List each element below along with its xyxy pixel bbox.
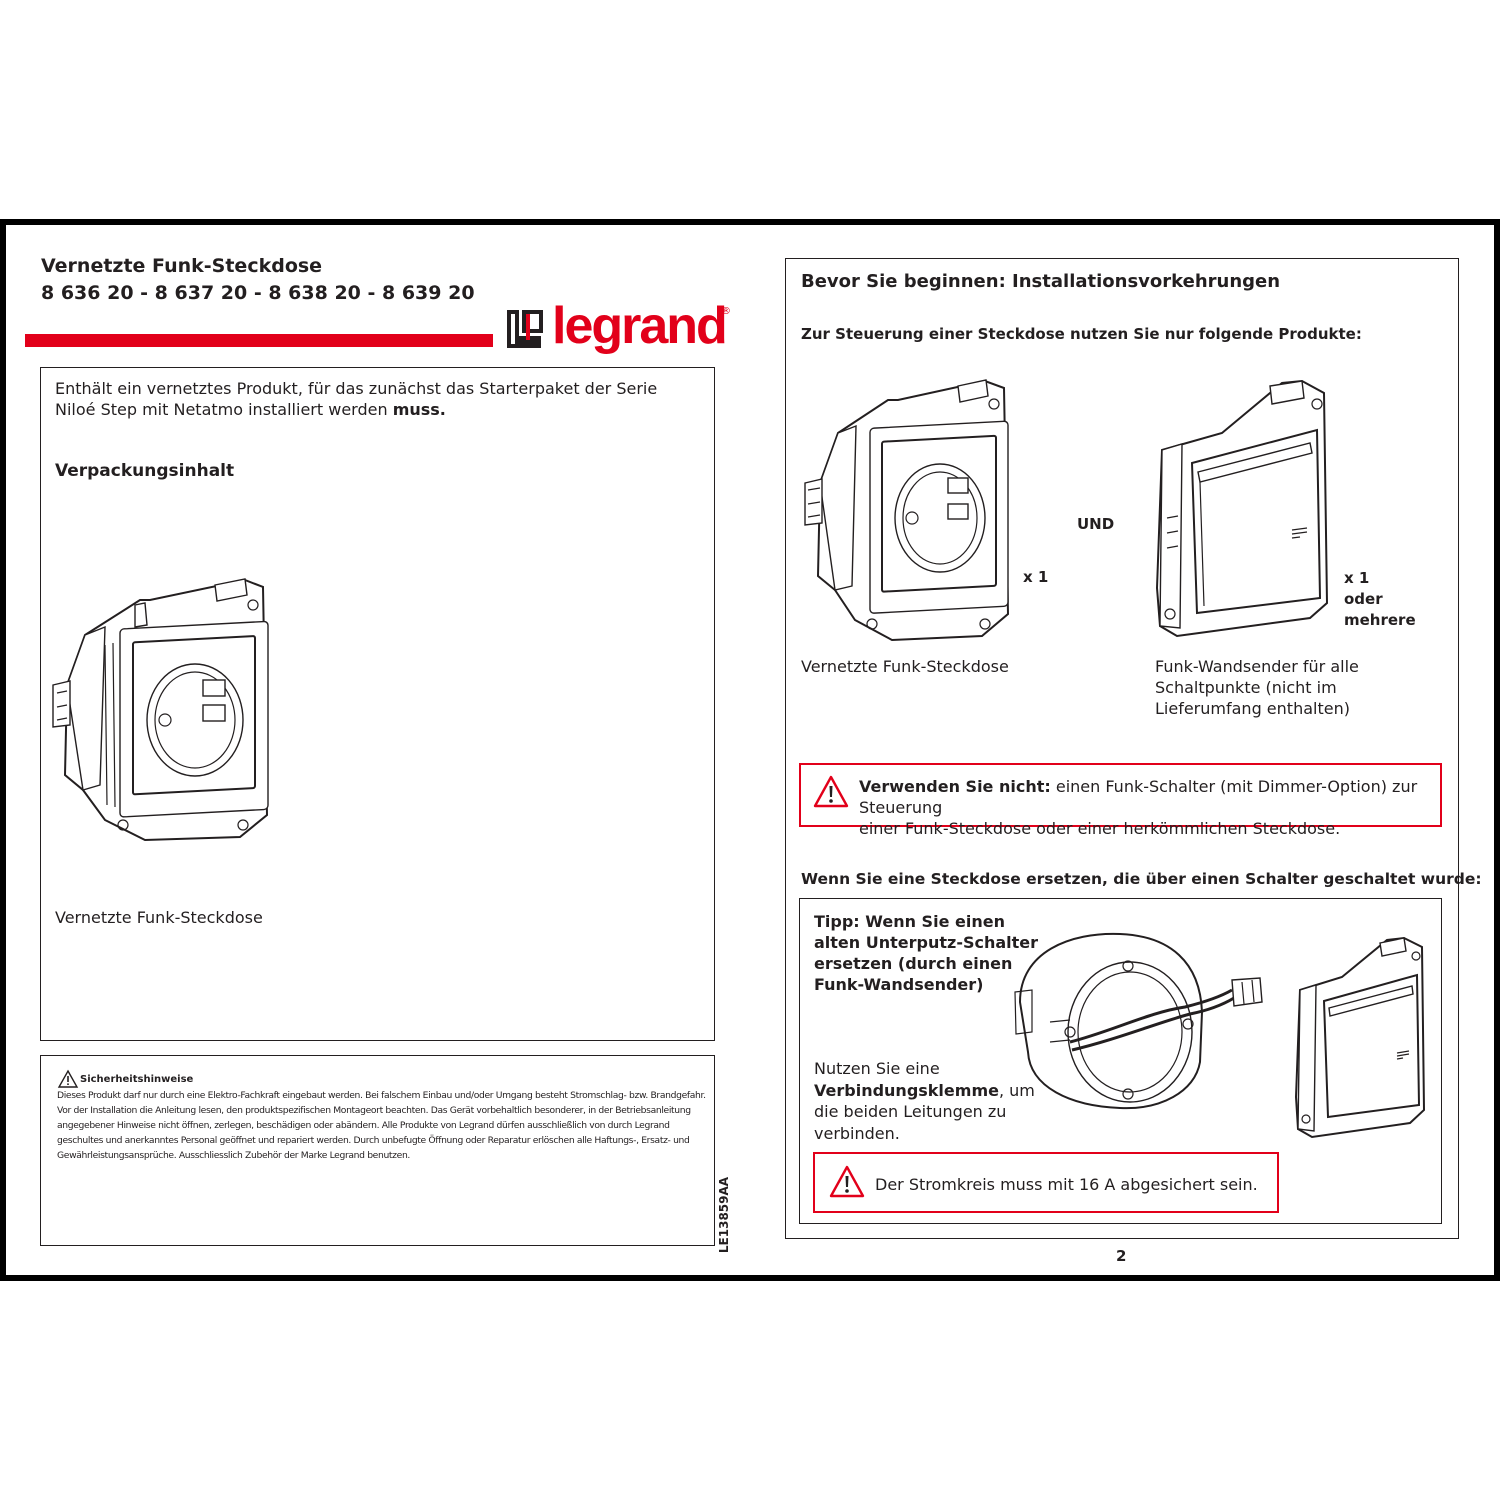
right-socket-caption: Vernetzte Funk-Steckdose [801, 657, 1009, 676]
transmitter-caption: Funk-Wandsender für alle Schaltpunkte (n… [1155, 656, 1359, 719]
fuse-text: Der Stromkreis muss mit 16 A abgesichert… [875, 1175, 1258, 1194]
und-label: UND [1077, 515, 1115, 533]
connector-line-2: Verbindungsklemme, um [814, 1080, 1035, 1102]
red-header-bar [25, 334, 493, 347]
warning-text: Verwenden Sie nicht: einen Funk-Schalter… [859, 776, 1434, 839]
fuse-warning-box [813, 1152, 1279, 1213]
connector-text: Nutzen Sie eine Verbindungsklemme, um di… [814, 1058, 1035, 1144]
product-title: Vernetzte Funk-Steckdose [41, 255, 323, 277]
safety-heading: Sicherheitshinweise [80, 1074, 194, 1085]
safety-notice-box [40, 1055, 715, 1246]
caption-line: Schaltpunkte (nicht im [1155, 678, 1337, 697]
intro-text-regular: Enthält ein vernetztes Produkt, für das … [55, 379, 658, 419]
intro-text: Enthält ein vernetztes Produkt, für das … [55, 378, 695, 420]
connector-line-4: verbinden. [814, 1123, 900, 1143]
safety-warning-icon [57, 1069, 79, 1088]
warning-bold: Verwenden Sie nicht: [859, 777, 1051, 796]
tip-line: Tipp: Wenn Sie einen [814, 912, 1005, 931]
products-subheading: Zur Steuerung einer Steckdose nutzen Sie… [801, 325, 1362, 343]
tip-box [799, 898, 1442, 1224]
safety-line: Dieses Produkt darf nur durch eine Elekt… [57, 1090, 706, 1101]
transmitter-quantity: x 1 oder mehrere [1344, 568, 1416, 631]
caption-line: Lieferumfang enthalten) [1155, 699, 1350, 718]
warning-icon [813, 775, 849, 809]
article-numbers: 8 636 20 - 8 637 20 - 8 638 20 - 8 639 2… [41, 282, 475, 304]
package-heading: Verpackungsinhalt [55, 461, 235, 481]
caption-line: Funk-Wandsender für alle [1155, 657, 1359, 676]
fuse-warning-icon [829, 1165, 865, 1199]
junction-box-illustration [1010, 922, 1270, 1112]
tip-line: ersetzen (durch einen [814, 954, 1013, 973]
safety-line: Vor der Installation die Anleitung lesen… [57, 1105, 691, 1116]
tip-line: Funk-Wandsender) [814, 975, 984, 994]
socket-illustration [45, 575, 280, 845]
tip-text: Tipp: Wenn Sie einen alten Unterputz-Sch… [814, 911, 1038, 995]
tip-transmitter-illustration [1292, 935, 1427, 1140]
safety-line: Gewährleistungsansprüche. Ausschliesslic… [57, 1150, 411, 1161]
quantity-or: oder [1344, 590, 1383, 608]
connector-post: , um [998, 1080, 1035, 1100]
document-code: LE13859AA [717, 1176, 731, 1254]
legrand-logo-text: legrand [552, 297, 728, 355]
warning-box [799, 763, 1442, 827]
left-socket-caption: Vernetzte Funk-Steckdose [55, 908, 263, 927]
intro-text-bold: muss. [392, 400, 446, 419]
connector-bold: Verbindungsklemme [814, 1080, 999, 1100]
safety-line: angegebener Hinweise nicht öffnen, zerle… [57, 1120, 670, 1131]
right-socket-illustration [800, 378, 1015, 643]
connector-line-3: die beiden Leitungen zu [814, 1102, 1007, 1121]
page-frame [0, 219, 1500, 1281]
legrand-logo-mark [505, 306, 545, 352]
registered-mark: ® [721, 306, 731, 317]
warning-text-1: einen Funk-Schalter (mit Dimmer-Option) … [859, 777, 1418, 817]
installation-heading: Bevor Sie beginnen: Installationsvorkehr… [801, 271, 1281, 292]
package-content-box [40, 367, 715, 1041]
quantity-several: mehrere [1344, 611, 1416, 629]
quantity-x1: x 1 [1344, 569, 1370, 587]
page-number: 2 [1116, 1247, 1127, 1265]
wall-transmitter-illustration [1152, 378, 1330, 640]
warning-text-2: einer Funk-Steckdose oder einer herkömml… [859, 819, 1341, 838]
socket-quantity: x 1 [1023, 568, 1049, 586]
right-page-box [785, 258, 1459, 1239]
replace-heading: Wenn Sie eine Steckdose ersetzen, die üb… [801, 870, 1482, 888]
connector-line-1: Nutzen Sie eine [814, 1059, 940, 1078]
tip-line: alten Unterputz-Schalter [814, 933, 1039, 952]
safety-text: Dieses Produkt darf nur durch eine Elekt… [57, 1088, 707, 1163]
safety-line: geschultes und anerkanntes Personal geöf… [57, 1135, 690, 1146]
